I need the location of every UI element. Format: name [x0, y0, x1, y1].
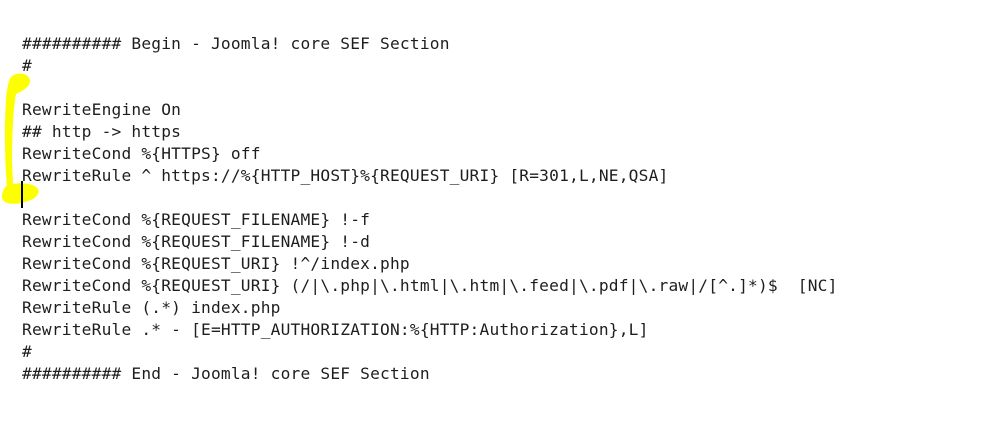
code-line[interactable]: # [22, 56, 32, 75]
code-line[interactable]: RewriteEngine On [22, 100, 182, 119]
code-line[interactable]: # [22, 342, 32, 361]
htaccess-code-block: ########## Begin - Joomla! core SEF Sect… [22, 33, 838, 385]
code-line[interactable]: RewriteCond %{REQUEST_URI} (/|\.php|\.ht… [22, 276, 838, 295]
code-line[interactable]: RewriteCond %{HTTPS} off [22, 144, 261, 163]
code-line[interactable]: RewriteCond %{REQUEST_FILENAME} !-d [22, 232, 371, 251]
code-line[interactable]: RewriteRule (.*) index.php [22, 298, 281, 317]
code-line[interactable]: RewriteRule .* - [E=HTTP_AUTHORIZATION:%… [22, 320, 649, 339]
highlighter-stroke [2, 73, 39, 204]
code-line[interactable] [22, 77, 838, 99]
code-line[interactable] [22, 187, 838, 209]
text-cursor [21, 181, 23, 208]
code-line[interactable]: RewriteCond %{REQUEST_FILENAME} !-f [22, 210, 371, 229]
code-line[interactable]: ## http -> https [22, 122, 182, 141]
code-line[interactable]: ########## Begin - Joomla! core SEF Sect… [22, 34, 450, 53]
code-line[interactable]: ########## End - Joomla! core SEF Sectio… [22, 364, 430, 383]
code-line[interactable]: RewriteCond %{REQUEST_URI} !^/index.php [22, 254, 410, 273]
yellow-highlighter-annotation [2, 73, 39, 204]
code-line[interactable]: RewriteRule ^ https://%{HTTP_HOST}%{REQU… [22, 166, 669, 185]
